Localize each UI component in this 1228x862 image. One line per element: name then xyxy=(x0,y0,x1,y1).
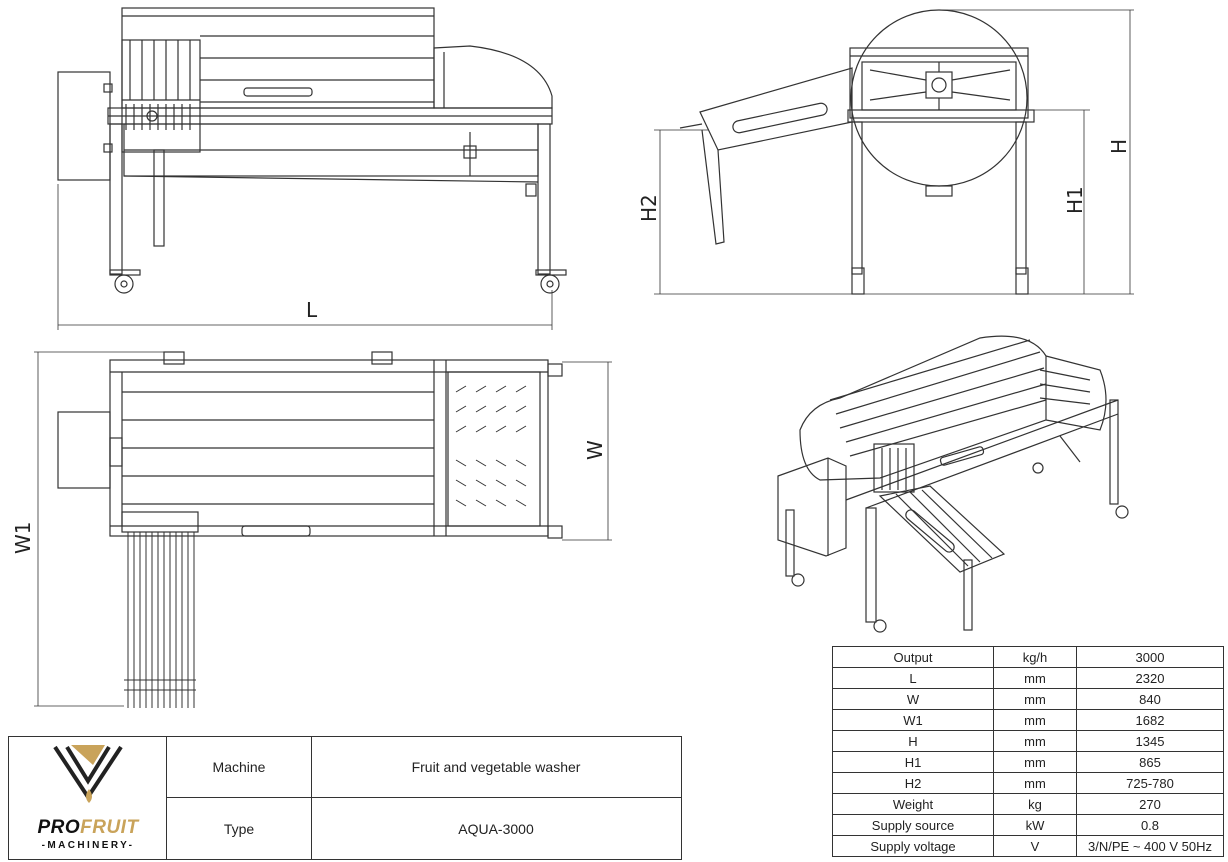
title-key: Type xyxy=(167,798,312,859)
spec-value: 1682 xyxy=(1076,709,1224,731)
title-value: AQUA-3000 xyxy=(458,820,534,837)
logo-mark-icon xyxy=(53,745,123,803)
dim-label-W: W xyxy=(583,440,607,460)
spec-name: Supply voltage xyxy=(832,835,994,857)
title-value: Fruit and vegetable washer xyxy=(411,759,581,775)
spec-unit: mm xyxy=(993,730,1077,752)
spec-unit: mm xyxy=(993,772,1077,794)
brand-name: PROFRUIT xyxy=(37,817,139,838)
title-key: Machine xyxy=(167,737,312,797)
spec-value: 725-780 xyxy=(1076,772,1224,794)
spec-name: Weight xyxy=(832,793,994,815)
front-view xyxy=(57,7,567,330)
spec-unit: mm xyxy=(993,688,1077,710)
dim-label-H2: H2 xyxy=(637,194,661,222)
spec-name: H1 xyxy=(832,751,994,773)
spec-name: Supply source xyxy=(832,814,994,836)
spec-name: H xyxy=(832,730,994,752)
dim-label-L: L xyxy=(306,298,318,322)
spec-value: 0.8 xyxy=(1076,814,1224,836)
brand-logo: PROFRUIT -MACHINERY- xyxy=(9,737,167,859)
spec-unit: mm xyxy=(993,667,1077,689)
spec-unit: kg xyxy=(993,793,1077,815)
spec-value: 2320 xyxy=(1076,667,1224,689)
spec-value: 865 xyxy=(1076,751,1224,773)
spec-value: 1345 xyxy=(1076,730,1224,752)
spec-unit: kg/h xyxy=(993,646,1077,668)
spec-name: H2 xyxy=(832,772,994,794)
spec-name: Output xyxy=(832,646,994,668)
top-view xyxy=(34,351,612,708)
spec-unit: mm xyxy=(993,709,1077,731)
dim-label-W1: W1 xyxy=(11,522,35,555)
spec-name: L xyxy=(832,667,994,689)
spec-unit: mm xyxy=(993,751,1077,773)
title-row-type: Type AQUA-3000 xyxy=(167,798,681,859)
spec-unit: kW xyxy=(993,814,1077,836)
side-view xyxy=(654,9,1134,295)
brand-subtitle: -MACHINERY- xyxy=(41,840,135,851)
spec-name: W1 xyxy=(832,709,994,731)
spec-value: 270 xyxy=(1076,793,1224,815)
spec-value: 840 xyxy=(1076,688,1224,710)
spec-value: 3/N/PE ~ 400 V 50Hz xyxy=(1076,835,1224,857)
spec-name: W xyxy=(832,688,994,710)
title-row-machine: Machine Fruit and vegetable washer xyxy=(167,737,681,798)
isometric-view xyxy=(777,335,1129,633)
spec-unit: V xyxy=(993,835,1077,857)
spec-value: 3000 xyxy=(1076,646,1224,668)
title-block: PROFRUIT -MACHINERY- Machine Fruit and v… xyxy=(8,736,682,860)
dim-label-H1: H1 xyxy=(1063,186,1087,214)
dim-label-H: H xyxy=(1107,139,1131,154)
